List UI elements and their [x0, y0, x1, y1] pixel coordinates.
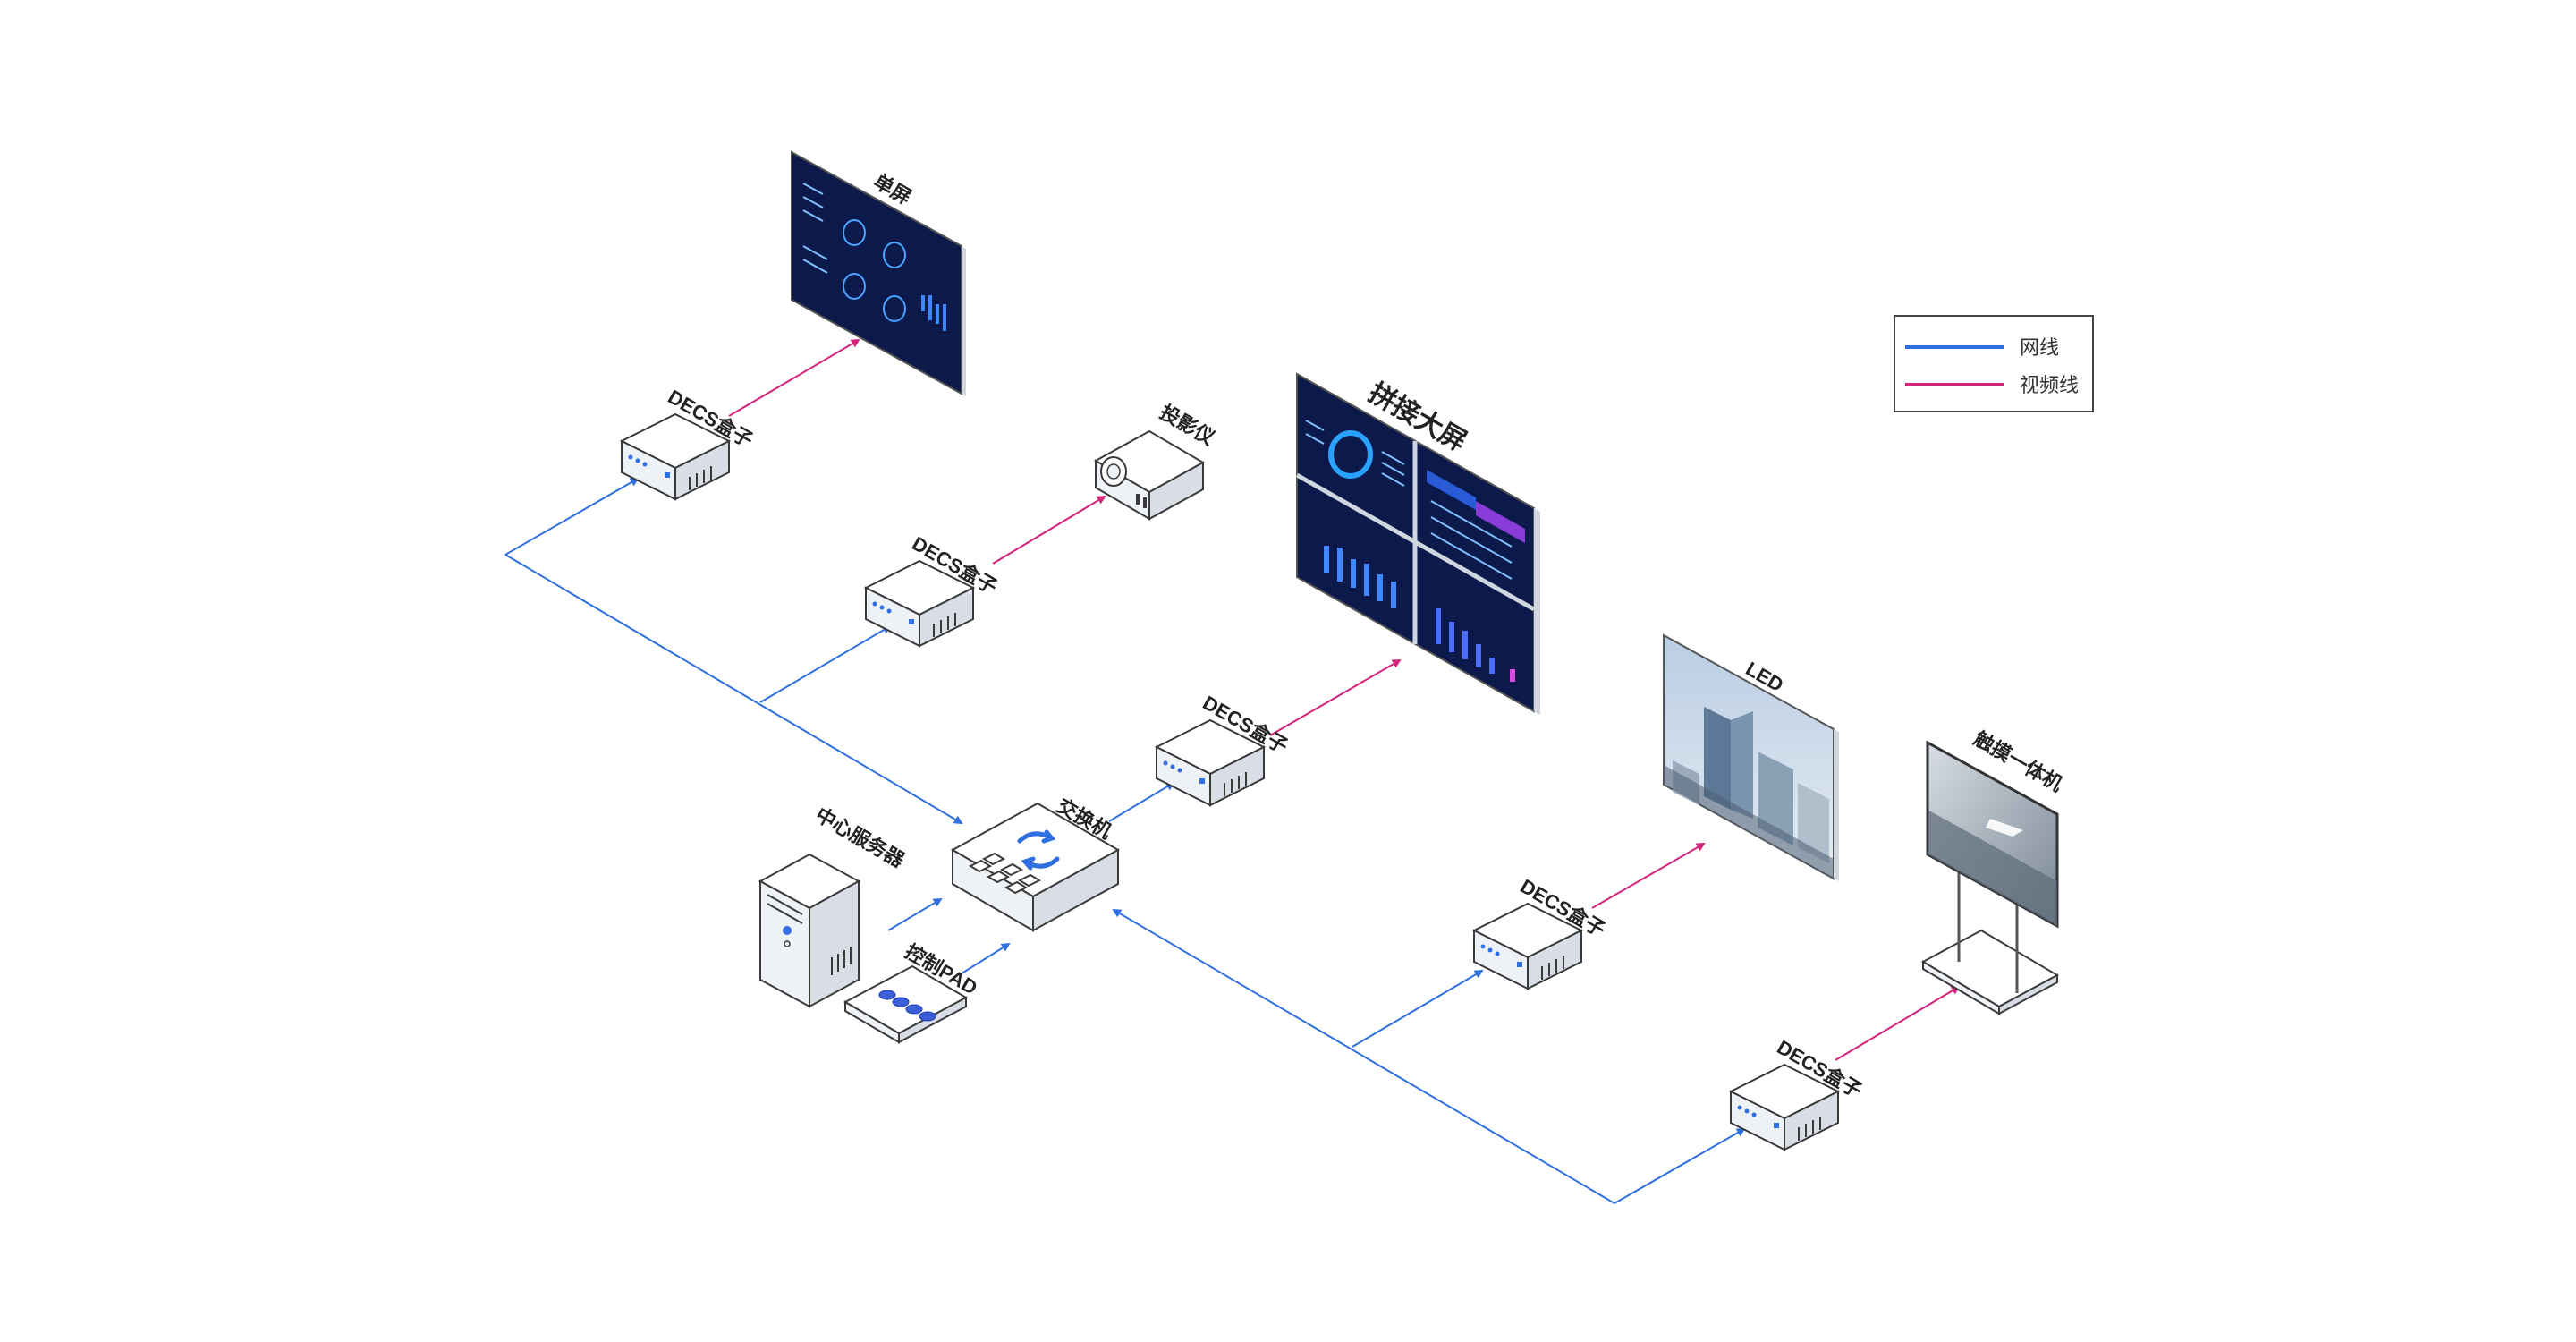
- video-line-single-screen: [728, 338, 860, 417]
- led-screen: [1663, 633, 1839, 881]
- touch-kiosk: [1920, 740, 2060, 1015]
- projector: [1093, 429, 1206, 521]
- legend-video-label: 视频线: [2020, 374, 2079, 396]
- net-line-to-decs2: [759, 624, 892, 703]
- net-line-to-decs1: [504, 478, 640, 556]
- video-line-touch-kiosk: [1835, 985, 1961, 1061]
- legend-network-label: 网线: [2020, 336, 2059, 359]
- net-line-pad: [958, 942, 1011, 976]
- net-line-server: [887, 897, 943, 931]
- net-line-to-decs4: [1352, 969, 1484, 1048]
- video-line-projector: [992, 495, 1106, 565]
- server-label: 中心服务器: [812, 803, 910, 872]
- legend: 网线 视频线: [1894, 315, 2094, 412]
- video-lines: [728, 338, 1961, 1061]
- net-line-to-decs3: [1108, 781, 1175, 822]
- control-pad: [843, 964, 969, 1044]
- single-screen: [791, 150, 966, 396]
- sync-icon: [1017, 829, 1060, 871]
- video-line-led: [1591, 843, 1706, 909]
- net-line-to-decs5: [1614, 1128, 1746, 1204]
- net-line-lower-trunk: [1112, 908, 1615, 1204]
- server: [758, 853, 861, 1008]
- video-line-video-wall: [1269, 658, 1402, 736]
- video-wall: [1295, 372, 1540, 715]
- network-lines: [504, 478, 1746, 1204]
- net-line-upper-trunk: [504, 554, 963, 825]
- switch: [950, 802, 1121, 932]
